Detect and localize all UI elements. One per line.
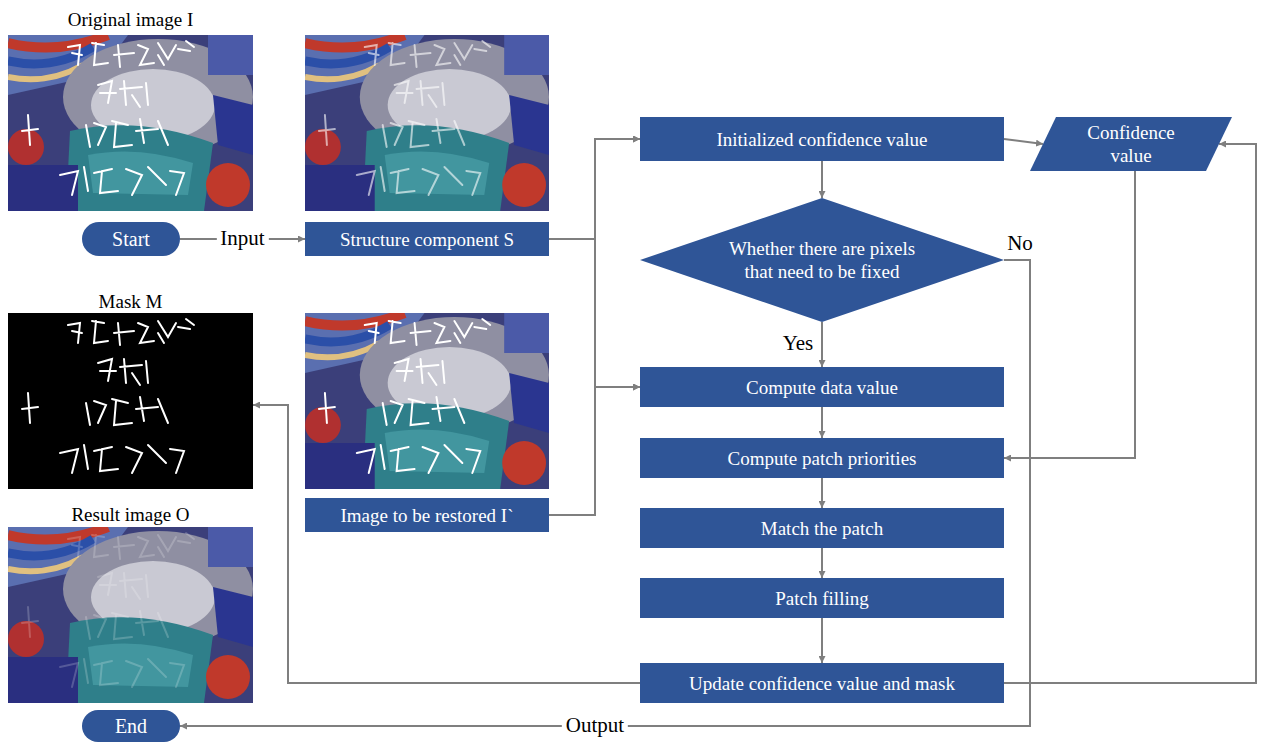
- graffiti-marks: [319, 319, 490, 473]
- flow-arrow: [821, 618, 823, 663]
- data-parallelogram: Confidence value: [1030, 117, 1232, 171]
- node-label: Match the patch: [761, 517, 883, 540]
- diamond-outline: [640, 198, 1004, 322]
- image-panel: Original image I: [8, 8, 253, 212]
- structure-image: [305, 35, 549, 211]
- image-panel: Result image O: [8, 503, 253, 704]
- node-label: Initialized confidence value: [716, 128, 927, 151]
- decision-diamond: Whether there are pixels that need to be…: [640, 198, 1004, 322]
- mask-strokes: [22, 319, 194, 473]
- process-box: Structure component S: [305, 222, 549, 256]
- edge-label: Input: [216, 226, 268, 250]
- mask-image: [8, 313, 253, 489]
- flow-arrow: [1004, 144, 1256, 683]
- node-label: Confidence value: [1072, 121, 1190, 167]
- node-label: Patch filling: [775, 587, 868, 610]
- node-label: Start: [112, 228, 150, 251]
- flow-arrow: [821, 548, 823, 578]
- node-label: Compute data value: [746, 376, 898, 399]
- graffiti-marks: [22, 41, 194, 195]
- flow-arrow: [821, 478, 823, 508]
- node-label: Compute patch priorities: [728, 447, 917, 470]
- shape-fill: [640, 198, 1004, 322]
- process-box: Update confidence value and mask: [640, 663, 1004, 703]
- node-label: Image to be restored I`: [340, 504, 513, 527]
- node-label: Structure component S: [340, 228, 514, 251]
- process-box: Compute patch priorities: [640, 438, 1004, 478]
- flow-arrow: [821, 407, 823, 438]
- flow-arrow: [821, 161, 823, 198]
- original-image: [8, 35, 253, 211]
- image-heading: Original image I: [8, 8, 253, 32]
- process-box: Initialized confidence value: [640, 117, 1004, 161]
- flow-arrow: [549, 139, 640, 515]
- node-label: Whether there are pixels that need to be…: [722, 237, 922, 283]
- graffiti-traces: [22, 533, 194, 687]
- image-panel: Mask M: [8, 290, 253, 489]
- flow-arrow: [253, 405, 640, 683]
- process-box: Image to be restored I`: [305, 498, 549, 532]
- node-label: End: [115, 715, 147, 738]
- edge-label: Yes: [783, 331, 814, 355]
- flow-arrow: [821, 322, 823, 367]
- result-image: [8, 527, 253, 703]
- illustration-part: [22, 319, 194, 473]
- process-box: Match the patch: [640, 508, 1004, 548]
- restore-image: [305, 313, 549, 489]
- flow-arrow: [180, 260, 1030, 726]
- flow-arrow: [1004, 171, 1135, 458]
- terminal-pill: Start: [82, 222, 180, 256]
- edge-label: No: [1007, 231, 1033, 255]
- flow-arrow: [1004, 139, 1043, 144]
- flow-arrow: [549, 387, 640, 515]
- graffiti-marks: [319, 41, 490, 195]
- terminal-pill: End: [82, 710, 180, 742]
- image-heading: Result image O: [8, 503, 253, 527]
- process-box: Patch filling: [640, 578, 1004, 618]
- image-heading: Mask M: [8, 290, 253, 314]
- flow-label: Output: [562, 713, 628, 737]
- shape-fill: [1030, 117, 1232, 171]
- process-box: Compute data value: [640, 367, 1004, 407]
- node-label: Update confidence value and mask: [689, 672, 955, 695]
